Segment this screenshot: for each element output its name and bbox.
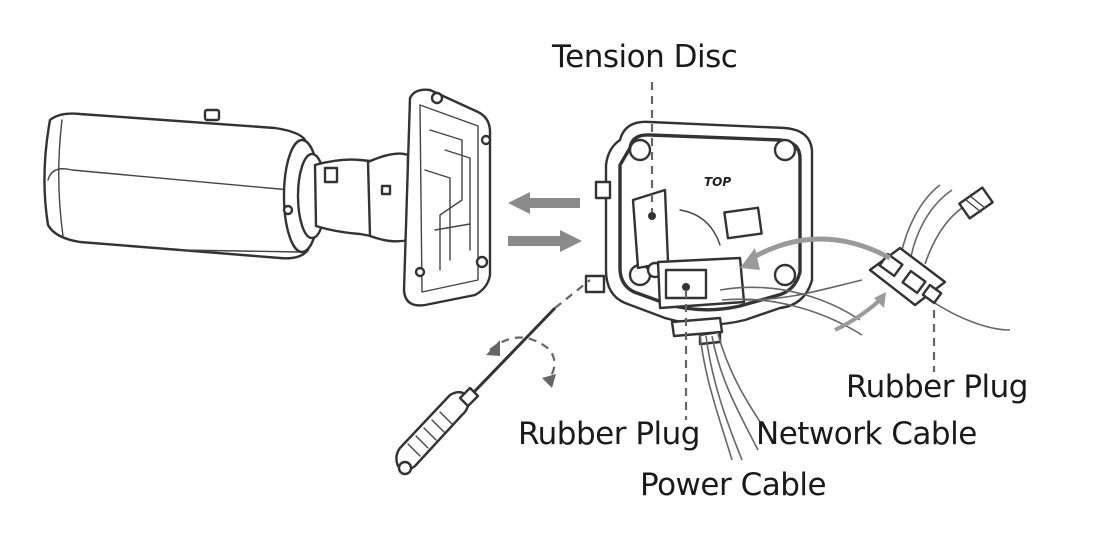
curved-arrow-into-box	[750, 236, 892, 261]
rotation-arrowhead-left	[486, 340, 500, 356]
label-rubber-plug-left: Rubber Plug	[518, 416, 700, 452]
direction-arrows	[508, 192, 582, 252]
label-network-cable: Network Cable	[756, 416, 977, 452]
label-tension-disc: Tension Disc	[552, 39, 738, 75]
rotation-arrow	[489, 336, 556, 381]
junction-box	[584, 120, 814, 346]
label-rubber-plug-right: Rubber Plug	[846, 369, 1028, 405]
top-mark: TOP	[704, 175, 731, 189]
curved-arrow-head-left	[740, 248, 760, 270]
curved-arrow-plug	[834, 298, 882, 332]
bullet-camera	[43, 108, 410, 260]
screwdriver-icon	[395, 306, 557, 476]
rotation-arrowhead-down	[542, 374, 556, 388]
rubber-plug-external	[868, 246, 947, 307]
screw-guide-line	[554, 279, 591, 309]
mounting-base	[402, 88, 492, 307]
rj45-connector-icon	[958, 186, 994, 220]
label-power-cable: Power Cable	[640, 467, 827, 503]
curved-arrow-head-plug	[874, 292, 886, 308]
